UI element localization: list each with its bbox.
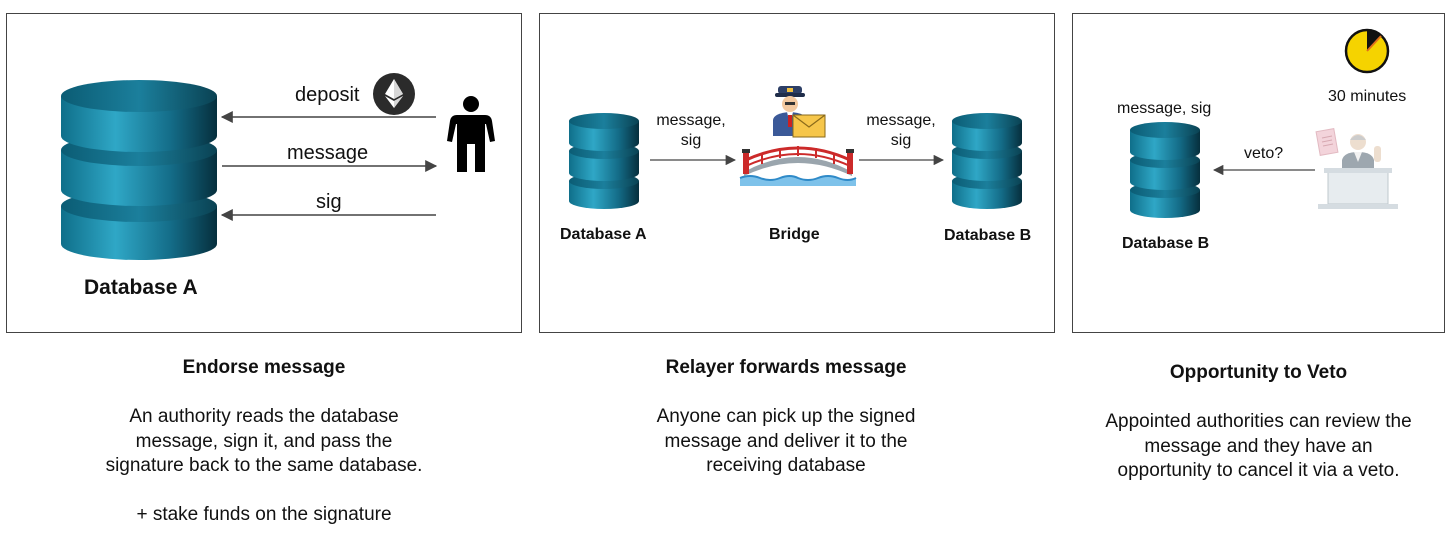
caption-line: message, sign it, and pass the <box>135 430 393 452</box>
message-label: message <box>287 142 369 164</box>
caption-line: receiving database <box>706 455 866 476</box>
database-icon <box>952 113 1022 209</box>
message-sig-label-right: message, sig <box>858 111 944 151</box>
envelope-icon <box>792 114 826 138</box>
database-b-label: Database B <box>944 227 1032 244</box>
message-sig-label-left: message, sig <box>648 111 734 151</box>
message-text: message, <box>656 112 726 129</box>
sig-label: sig <box>316 191 342 213</box>
database-a-label: Database A <box>560 226 647 243</box>
ethereum-icon <box>373 73 415 115</box>
caption-line: Anyone can pick up the signed <box>656 406 916 427</box>
sig-text: sig <box>890 132 912 149</box>
caption-title-veto: Opportunity to Veto <box>1169 362 1348 383</box>
bridge-icon <box>739 146 857 186</box>
caption-body-veto: Appointed authorities can review the mes… <box>1072 410 1445 484</box>
caption-line: Appointed authorities can review the <box>1105 411 1412 432</box>
caption-line: message and deliver it to the <box>664 430 908 452</box>
message-text: message, <box>866 112 936 129</box>
database-icon <box>569 113 639 209</box>
caption-line: message and they have an <box>1144 435 1373 457</box>
caption-note-endorse: + stake funds on the signature <box>136 504 392 525</box>
sig-text: sig <box>680 132 702 149</box>
caption-title-relayer: Relayer forwards message <box>665 357 907 378</box>
bridge-label: Bridge <box>769 226 820 243</box>
caption-line: An authority reads the database <box>129 406 399 427</box>
deposit-label: deposit <box>295 84 360 106</box>
database-icon <box>1130 122 1200 218</box>
database-icon <box>61 80 217 260</box>
caption-title-endorse: Endorse message <box>182 357 346 378</box>
clock-icon <box>1344 28 1390 74</box>
judge-icon <box>1315 128 1398 209</box>
caption-line: opportunity to cancel it via a veto. <box>1117 460 1400 481</box>
database-b-label: Database B <box>1122 235 1210 252</box>
person-icon <box>447 96 495 172</box>
caption-line: signature back to the same database. <box>105 455 423 476</box>
caption-body-relayer: Anyone can pick up the signed message an… <box>539 405 1033 479</box>
timer-label: 30 minutes <box>1328 88 1407 105</box>
caption-body-endorse: An authority reads the database message,… <box>6 405 522 479</box>
veto-label: veto? <box>1244 145 1284 162</box>
database-a-label: Database A <box>84 276 198 299</box>
message-sig-label: message, sig <box>1117 100 1212 117</box>
